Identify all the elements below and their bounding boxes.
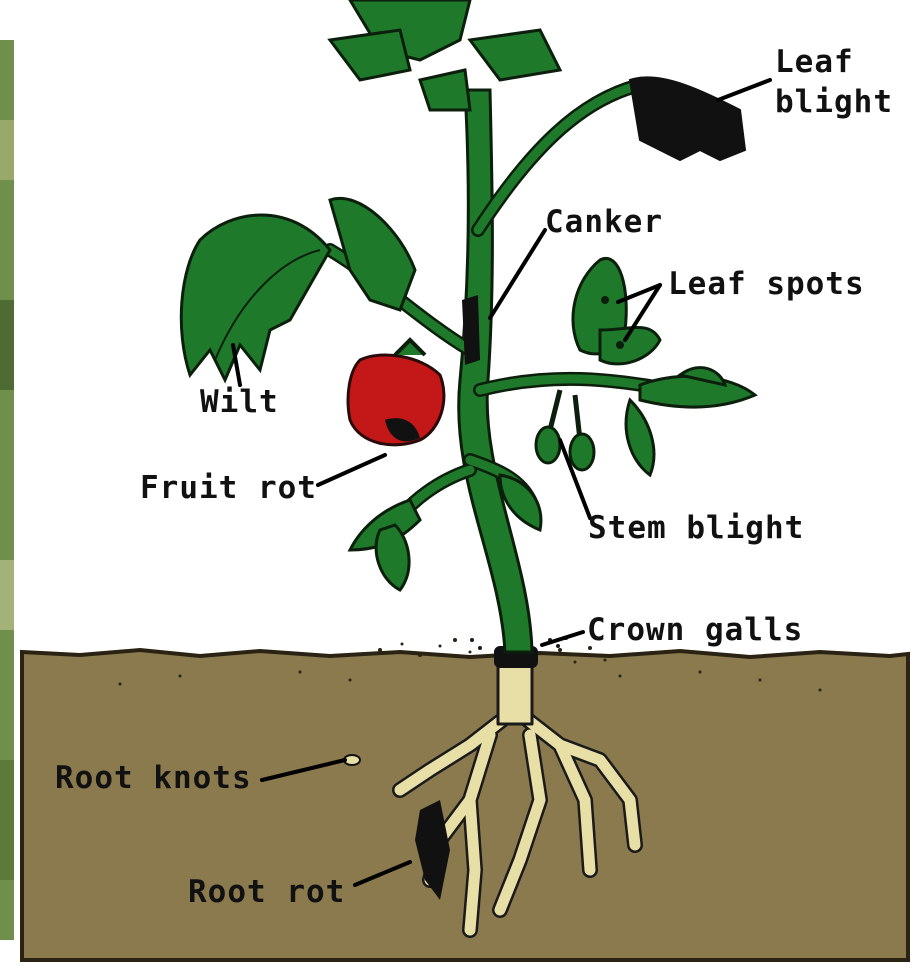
- fruit-rot-leader: [318, 455, 385, 485]
- photo-edge-strip: [0, 40, 14, 940]
- right-branch-leaves: [626, 368, 755, 475]
- tomato-fruit: [348, 340, 444, 445]
- spotted-leaf: [573, 258, 660, 363]
- top-leaves: [330, 0, 560, 110]
- leaf-blight-leader: [718, 80, 770, 100]
- canker-leader: [490, 230, 545, 318]
- label-crown-galls: Crown galls: [587, 612, 803, 648]
- wilted-leaves: [181, 198, 415, 380]
- label-root-rot: Root rot: [188, 874, 345, 910]
- blighted-leaf: [630, 77, 745, 160]
- label-fruit-rot: Fruit rot: [140, 470, 317, 506]
- label-canker: Canker: [545, 204, 663, 240]
- label-leaf-blight-line1: Leaf: [775, 44, 854, 80]
- label-leaf-blight-line2: blight: [775, 84, 893, 120]
- label-root-knots: Root knots: [55, 760, 252, 796]
- crown-galls-leader: [542, 632, 583, 645]
- canker-patch: [462, 295, 480, 365]
- label-stem-blight: Stem blight: [588, 510, 804, 546]
- label-leaf-spots: Leaf spots: [668, 266, 865, 302]
- label-wilt: Wilt: [200, 384, 279, 420]
